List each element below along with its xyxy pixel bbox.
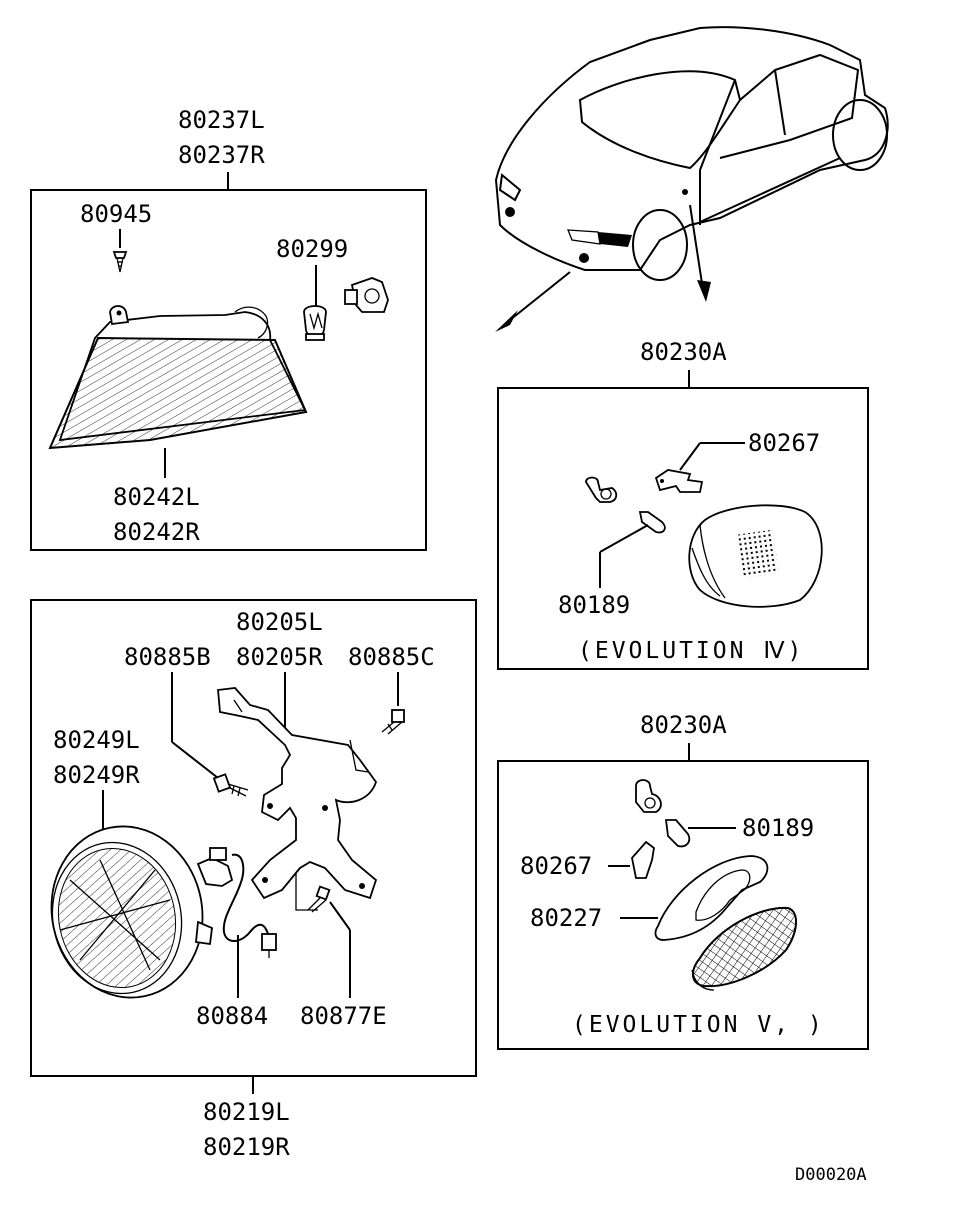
label-fog-lamp-r: 80249R xyxy=(53,761,140,789)
label-screw: 80945 xyxy=(80,200,152,228)
side-marker-evo4-group: 80230A 80267 80189 (EVOLUTION Ⅳ) xyxy=(497,338,869,670)
label-bracket-r: 80205R xyxy=(236,643,323,671)
fog-socket-part xyxy=(196,847,234,887)
screw-e-part xyxy=(307,885,331,913)
label-fog-assy-l: 80219L xyxy=(203,1098,290,1126)
label-screw-e: 80877E xyxy=(300,1002,387,1030)
side-marker-lens-evo4 xyxy=(688,504,823,608)
clip-part-evo5 xyxy=(631,840,655,879)
label-gasket: 80227 xyxy=(530,904,602,932)
bulb-part-evo5 xyxy=(664,819,691,848)
label-side-marker-a2: 80230A xyxy=(640,711,727,739)
bracket-part xyxy=(217,687,378,911)
bolt-c-part xyxy=(381,709,405,735)
car-illustration xyxy=(494,26,889,332)
gasket-part xyxy=(654,855,769,941)
side-marker-evo5-group: 80230A 80189 80267 80227 (EVOLUTION V, ) xyxy=(497,711,869,1050)
corner-lamp-group: 80237L 80237R 80945 80299 xyxy=(30,106,427,551)
label-corner-lamp-l: 80237L xyxy=(178,106,265,134)
side-marker-evo5-frame xyxy=(497,760,869,1050)
label-lens-r: 80242R xyxy=(113,518,200,546)
label-bolt-c: 80885C xyxy=(348,643,435,671)
fog-lamp-group: 80219L 80219R 80205L 80885B 80205R 80885… xyxy=(30,599,477,1161)
label-bolt-b: 80885B xyxy=(124,643,211,671)
corner-lamp-body xyxy=(48,305,308,450)
label-corner-lamp-r: 80237R xyxy=(178,141,265,169)
label-lens-l: 80242L xyxy=(113,483,200,511)
bulb-part-evo4 xyxy=(638,511,666,534)
label-bracket-l: 80205L xyxy=(236,608,323,636)
label-harness: 80884 xyxy=(196,1002,268,1030)
bulb-part xyxy=(303,305,327,341)
bolt-b-part xyxy=(212,773,249,797)
screw-part xyxy=(112,251,128,273)
label-bulb-corner: 80299 xyxy=(276,235,348,263)
side-marker-evo4-frame xyxy=(497,387,869,670)
socket-part xyxy=(344,277,389,313)
note-evo4: (EVOLUTION Ⅳ) xyxy=(578,638,804,664)
side-marker-lens-evo5 xyxy=(691,906,797,991)
label-bracket-clip-4: 80267 xyxy=(748,429,820,457)
label-fog-lamp-l: 80249L xyxy=(53,726,140,754)
drawing-code: D00020A xyxy=(795,1165,867,1185)
label-fog-assy-r: 80219R xyxy=(203,1133,290,1161)
label-bracket-clip-5: 80267 xyxy=(520,852,592,880)
socket-part-evo5 xyxy=(635,779,662,813)
note-evo5: (EVOLUTION V, ) xyxy=(572,1012,825,1038)
label-side-marker-a1: 80230A xyxy=(640,338,727,366)
socket-part-evo4 xyxy=(585,476,618,503)
label-bulb-marker-4: 80189 xyxy=(558,591,630,619)
fog-lamp-body xyxy=(50,825,213,999)
harness-part xyxy=(222,853,277,958)
label-bulb-marker-5: 80189 xyxy=(742,814,814,842)
clip-part-evo4 xyxy=(654,469,704,493)
